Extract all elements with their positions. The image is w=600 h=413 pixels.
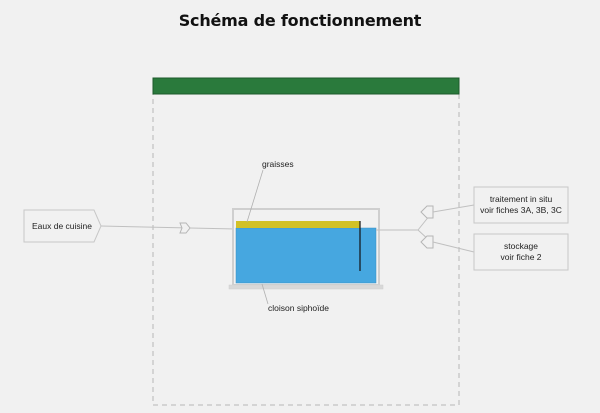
- grease-label: graisses: [262, 159, 294, 169]
- grease-leader-line: [246, 169, 264, 223]
- output-treatment-text: traitement in situ voir fiches 3A, 3B, 3…: [474, 187, 568, 223]
- output-storage-text: stockage voir fiche 2: [474, 234, 568, 270]
- input-flow-line: [100, 225, 237, 230]
- tank-base: [228, 284, 384, 290]
- grease-layer: [236, 221, 360, 228]
- input-box: [23, 209, 102, 243]
- connector-line-bottom: [432, 241, 475, 253]
- water-fill: [235, 227, 377, 284]
- input-label: Eaux de cuisine: [32, 221, 93, 231]
- output-arrow-bottom-icon: [420, 235, 434, 249]
- output-storage-line1: stockage: [503, 241, 539, 251]
- output-treatment-line2: voir fiches 3A, 3B, 3C: [480, 205, 562, 215]
- lid-bar: [152, 77, 460, 95]
- output-arrow-top-icon: [420, 205, 434, 219]
- output-storage-line2: voir fiche 2: [500, 252, 542, 262]
- output-box-storage: [473, 233, 569, 271]
- diagram-title: Schéma de fonctionnement: [178, 11, 422, 30]
- output-treatment-line1: traitement in situ: [489, 194, 553, 204]
- output-box-treatment: [473, 186, 569, 224]
- input-arrow-icon: [179, 222, 191, 234]
- siphon-label: cloison siphoïde: [268, 303, 329, 313]
- connector-line-top: [432, 204, 475, 213]
- siphon-leader-line: [261, 283, 269, 305]
